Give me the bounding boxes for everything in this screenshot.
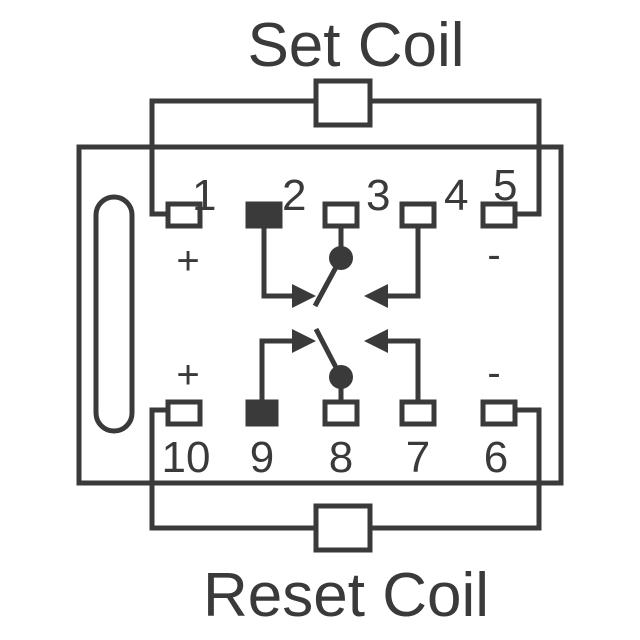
- set-coil-label: Set Coil: [247, 11, 464, 80]
- pin-4-pad: [399, 201, 437, 229]
- set-coil-wire-right: [370, 98, 542, 217]
- polarity-bottom-left: +: [176, 353, 199, 397]
- pin-6-pad: [480, 399, 518, 427]
- polarity-top-right: -: [487, 233, 500, 277]
- pin-label-7: 7: [406, 433, 430, 482]
- upper-switch-arm: [312, 256, 344, 308]
- pin-label-10: 10: [162, 433, 211, 482]
- polarity-bottom-right: -: [487, 351, 500, 395]
- reset-coil-wire-right: [370, 407, 542, 531]
- pin-5-pad: [480, 201, 518, 229]
- pin2-contact-line: [261, 226, 300, 299]
- pin9-arrow: [292, 329, 316, 353]
- pin2-arrow: [292, 284, 316, 308]
- pin-label-3: 3: [366, 171, 390, 220]
- key-slot: [93, 194, 135, 434]
- relay-body-outline: [76, 144, 564, 486]
- pin-1-pad: [165, 201, 203, 229]
- pin4-arrow: [364, 284, 388, 308]
- reset-coil-wire-left: [149, 407, 316, 531]
- pin4-contact-line: [382, 226, 421, 299]
- set-coil-wire-left: [149, 98, 316, 217]
- pin-label-4: 4: [444, 171, 468, 220]
- pin-10-pad: [165, 399, 203, 427]
- pin9-contact-line: [259, 338, 298, 402]
- reset-coil-symbol: [313, 503, 373, 553]
- pin-label-1: 1: [192, 171, 216, 220]
- pin7-arrow: [364, 329, 388, 353]
- pin-3-pad: [322, 201, 360, 229]
- reset-coil-label: Reset Coil: [203, 561, 489, 630]
- pin-label-2: 2: [282, 171, 306, 220]
- polarity-top-left: +: [176, 239, 199, 283]
- pin-label-5: 5: [493, 161, 517, 210]
- lower-switch-arm: [313, 327, 344, 379]
- pin-7-pad: [399, 399, 437, 427]
- pin7-contact-line: [382, 338, 421, 402]
- pin-9-pad: [245, 399, 279, 427]
- pin-2-pad: [245, 201, 283, 229]
- pin-label-6: 6: [484, 433, 508, 482]
- pin-8-pad: [322, 399, 360, 427]
- set-coil-symbol: [313, 78, 373, 128]
- pin-label-9: 9: [250, 433, 274, 482]
- pin-label-8: 8: [329, 433, 353, 482]
